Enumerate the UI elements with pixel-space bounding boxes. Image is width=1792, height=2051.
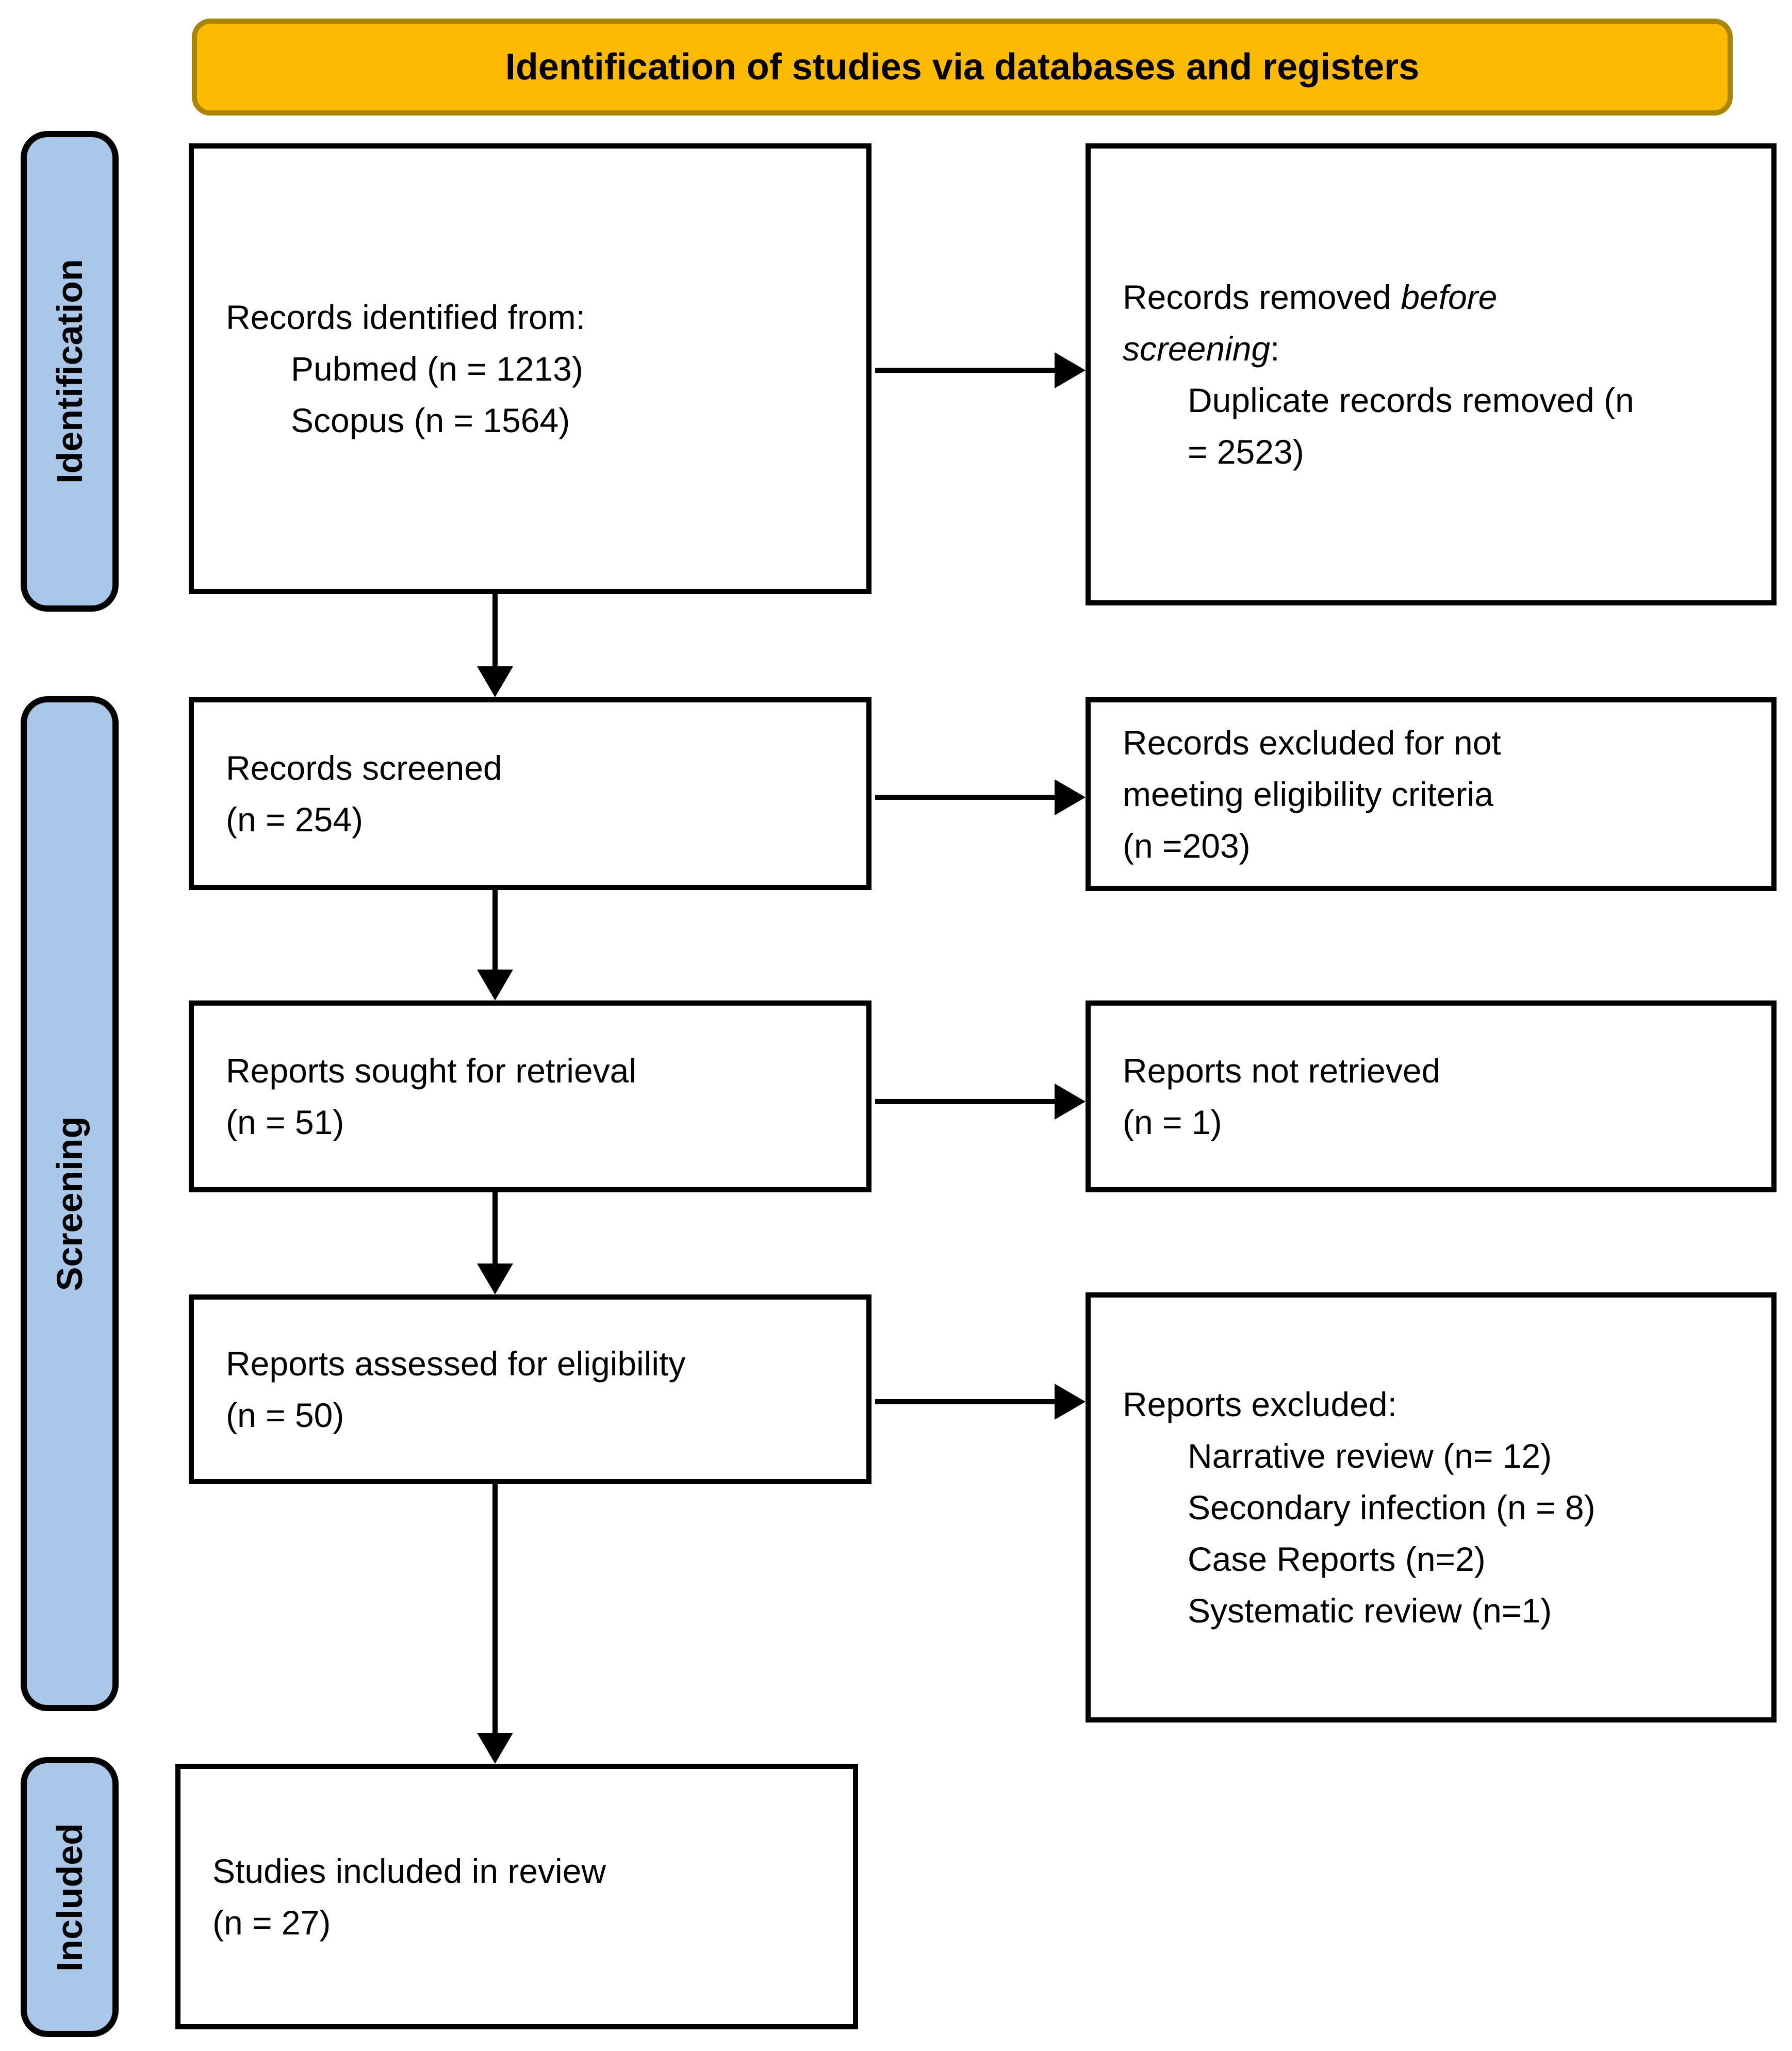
records-identified-item-pubmed: Pubmed (n = 1213) [291, 350, 583, 388]
records-identified-title: Records identified from: [226, 298, 585, 336]
records-removed-title-italic1: before [1401, 278, 1498, 316]
records-removed-item-line2: = 2523) [1188, 433, 1304, 471]
reports-assessed-line1: Reports assessed for eligibility [226, 1344, 686, 1383]
box-reports-not-retrieved: Reports not retrieved (n = 1) [1086, 1000, 1777, 1192]
arrow-right-icon [1055, 1384, 1086, 1420]
records-excluded-count: (n =203) [1123, 827, 1251, 865]
box-reports-sought: Reports sought for retrieval (n = 51) [189, 1000, 872, 1192]
stage-bar-included: Included [21, 1757, 119, 2037]
stage-label-screening: Screening [50, 1116, 90, 1291]
arrow-line [492, 594, 498, 668]
records-removed-title-normal: Records removed [1123, 278, 1401, 316]
records-excluded-line2: meeting eligibility criteria [1123, 775, 1493, 813]
title-banner-label: Identification of studies via databases … [505, 46, 1420, 88]
arrow-line [492, 890, 498, 972]
box-reports-excluded: Reports excluded: Narrative review (n= 1… [1086, 1292, 1777, 1722]
arrow-line [875, 1399, 1056, 1404]
reports-sought-line1: Reports sought for retrieval [226, 1052, 637, 1090]
arrow-down-icon [477, 1733, 513, 1764]
box-records-excluded: Records excluded for not meeting eligibi… [1086, 697, 1777, 891]
box-reports-assessed: Reports assessed for eligibility (n = 50… [189, 1294, 872, 1484]
reports-not-retrieved-line1: Reports not retrieved [1123, 1052, 1441, 1090]
records-removed-title-line2: screening: [1123, 323, 1747, 374]
box-studies-included: Studies included in review (n = 27) [175, 1764, 858, 2029]
studies-included-count: (n = 27) [212, 1903, 331, 1942]
arrow-right-icon [1055, 1084, 1086, 1120]
records-identified-item-scopus: Scopus (n = 1564) [291, 401, 570, 439]
stage-label-identification: Identification [50, 259, 90, 484]
reports-not-retrieved-count: (n = 1) [1123, 1103, 1222, 1141]
arrow-down-icon [477, 970, 513, 1000]
box-records-screened: Records screened (n = 254) [189, 697, 872, 890]
reports-excluded-item-secondary: Secondary infection (n = 8) [1188, 1488, 1596, 1527]
title-banner: Identification of studies via databases … [192, 19, 1733, 116]
arrow-line [875, 368, 1056, 373]
arrow-line [875, 795, 1056, 800]
records-removed-title-line1: Records removed before [1123, 271, 1747, 323]
arrow-line [875, 1099, 1056, 1104]
records-removed-title-colon: : [1270, 330, 1280, 368]
records-screened-line1: Records screened [226, 749, 502, 787]
reports-sought-count: (n = 51) [226, 1103, 344, 1141]
box-records-identified: Records identified from: Pubmed (n = 121… [189, 143, 872, 594]
studies-included-line1: Studies included in review [212, 1851, 606, 1890]
stage-bar-identification: Identification [21, 131, 119, 612]
stage-bar-screening: Screening [21, 696, 119, 1711]
reports-excluded-title: Reports excluded: [1123, 1385, 1397, 1423]
arrow-down-icon [477, 666, 513, 697]
stage-label-included: Included [50, 1823, 90, 1972]
records-removed-title-italic2: screening [1123, 330, 1271, 368]
arrow-line [492, 1484, 498, 1735]
reports-excluded-item-case: Case Reports (n=2) [1188, 1540, 1486, 1578]
arrow-right-icon [1055, 779, 1086, 815]
records-screened-count: (n = 254) [226, 800, 363, 839]
reports-excluded-item-systematic: Systematic review (n=1) [1188, 1591, 1552, 1630]
reports-assessed-count: (n = 50) [226, 1396, 344, 1434]
reports-excluded-item-narrative: Narrative review (n= 12) [1188, 1437, 1552, 1475]
box-records-removed: Records removed before screening: Duplic… [1086, 143, 1777, 605]
records-removed-item-line1: Duplicate records removed (n [1188, 381, 1634, 419]
arrow-line [492, 1192, 498, 1266]
records-excluded-line1: Records excluded for not [1123, 724, 1501, 762]
arrow-right-icon [1055, 352, 1086, 388]
arrow-down-icon [477, 1264, 513, 1294]
